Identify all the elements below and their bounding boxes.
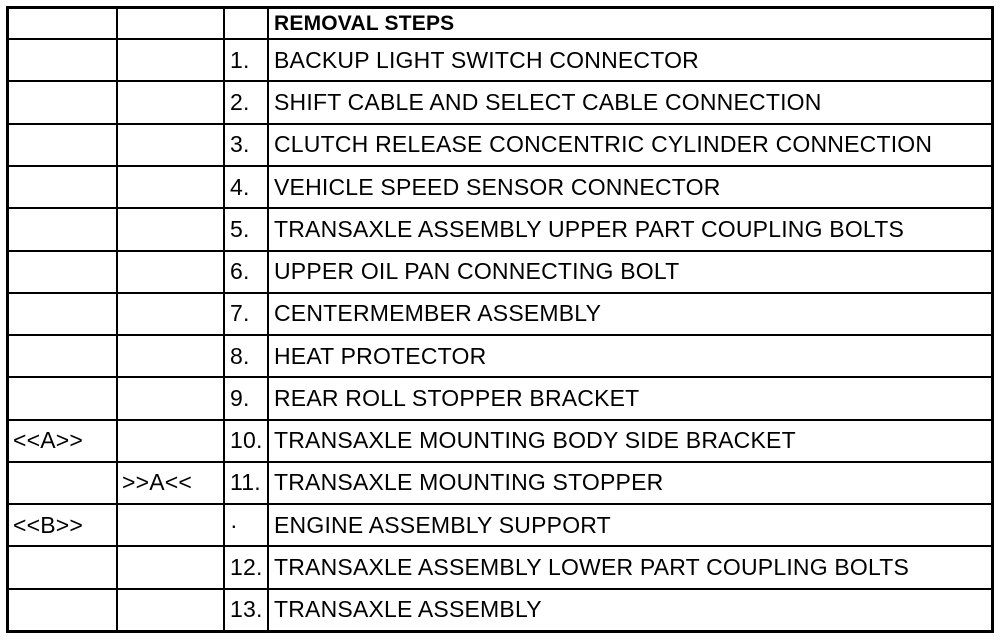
table-row: <<B>> ·ENGINE ASSEMBLY SUPPORT — [9, 503, 991, 548]
step-number-cell: 9. — [223, 376, 269, 421]
service-ref-install-cell — [116, 503, 225, 548]
step-number-cell: 13. — [223, 587, 269, 630]
header-row: REMOVAL STEPS — [9, 9, 991, 41]
service-ref-removal-cell — [9, 291, 118, 337]
table-row: 2.SHIFT CABLE AND SELECT CABLE CONNECTIO… — [9, 80, 991, 125]
table-row: 7.CENTERMEMBER ASSEMBLY — [9, 291, 991, 337]
step-description-cell: ENGINE ASSEMBLY SUPPORT — [267, 503, 991, 548]
service-ref-install-cell — [116, 545, 225, 590]
step-description-cell: REAR ROLL STOPPER BRACKET — [267, 376, 991, 421]
table-row: 3.CLUTCH RELEASE CONCENTRIC CYLINDER CON… — [9, 122, 991, 167]
step-description-cell: TRANSAXLE ASSEMBLY UPPER PART COUPLING B… — [267, 207, 991, 252]
step-description-cell: TRANSAXLE MOUNTING BODY SIDE BRACKET — [267, 418, 991, 463]
service-ref-install-cell — [116, 376, 225, 421]
service-ref-removal-cell: <<B>> — [9, 503, 118, 548]
table-row: 4.VEHICLE SPEED SENSOR CONNECTOR — [9, 164, 991, 210]
service-ref-install-cell — [116, 291, 225, 337]
service-ref-install-cell — [116, 164, 225, 210]
service-ref-removal-cell — [9, 545, 118, 590]
step-description-cell: CLUTCH RELEASE CONCENTRIC CYLINDER CONNE… — [267, 122, 991, 167]
table-header-title: REMOVAL STEPS — [267, 9, 991, 41]
step-description-cell: SHIFT CABLE AND SELECT CABLE CONNECTION — [267, 80, 991, 125]
service-ref-removal-cell — [9, 207, 118, 252]
step-number-cell: 7. — [223, 291, 269, 337]
step-number-cell: 1. — [223, 38, 269, 83]
service-ref-install-cell — [116, 38, 225, 83]
table-row: <<A>> 10.TRANSAXLE MOUNTING BODY SIDE BRA… — [9, 418, 991, 463]
service-ref-install-cell — [116, 249, 225, 294]
step-description-cell: TRANSAXLE ASSEMBLY LOWER PART COUPLING B… — [267, 545, 991, 590]
service-ref-install-cell — [116, 334, 225, 379]
service-ref-install-cell — [116, 122, 225, 167]
step-description-cell: UPPER OIL PAN CONNECTING BOLT — [267, 249, 991, 294]
service-ref-removal-cell — [9, 334, 118, 379]
step-number-cell: 5. — [223, 207, 269, 252]
step-number-cell: 12. — [223, 545, 269, 590]
service-ref-removal-cell — [9, 376, 118, 421]
step-description-cell: HEAT PROTECTOR — [267, 334, 991, 379]
step-number-cell: 6. — [223, 249, 269, 294]
removal-steps-table: REMOVAL STEPS 1.BACKUP LIGHT SWITCH CONN… — [9, 9, 991, 630]
header-empty-cell-a — [9, 9, 118, 41]
removal-steps-table-frame: REMOVAL STEPS 1.BACKUP LIGHT SWITCH CONN… — [6, 6, 994, 633]
service-ref-removal-cell: <<A>> — [9, 418, 118, 463]
step-description-cell: BACKUP LIGHT SWITCH CONNECTOR — [267, 38, 991, 83]
step-number-cell: 11. — [223, 460, 269, 506]
service-ref-install-cell — [116, 418, 225, 463]
table-row: >>A<<11.TRANSAXLE MOUNTING STOPPER — [9, 460, 991, 506]
table-row: 1.BACKUP LIGHT SWITCH CONNECTOR — [9, 38, 991, 83]
service-ref-removal-cell — [9, 460, 118, 506]
service-ref-install-cell: >>A<< — [116, 460, 225, 506]
step-description-cell: VEHICLE SPEED SENSOR CONNECTOR — [267, 164, 991, 210]
step-number-cell: 2. — [223, 80, 269, 125]
step-number-cell: 4. — [223, 164, 269, 210]
table-row: 6.UPPER OIL PAN CONNECTING BOLT — [9, 249, 991, 294]
table-row: 12.TRANSAXLE ASSEMBLY LOWER PART COUPLIN… — [9, 545, 991, 590]
step-number-cell: · — [223, 503, 269, 548]
service-ref-removal-cell — [9, 587, 118, 630]
step-description-cell: CENTERMEMBER ASSEMBLY — [267, 291, 991, 337]
service-ref-install-cell — [116, 587, 225, 630]
service-ref-removal-cell — [9, 38, 118, 83]
table-row: 13.TRANSAXLE ASSEMBLY — [9, 587, 991, 630]
header-empty-cell-b — [116, 9, 225, 41]
step-description-cell: TRANSAXLE MOUNTING STOPPER — [267, 460, 991, 506]
service-ref-install-cell — [116, 207, 225, 252]
service-ref-install-cell — [116, 80, 225, 125]
step-number-cell: 3. — [223, 122, 269, 167]
table-row: 9.REAR ROLL STOPPER BRACKET — [9, 376, 991, 421]
table-body: REMOVAL STEPS 1.BACKUP LIGHT SWITCH CONN… — [9, 9, 991, 630]
table-row: 5.TRANSAXLE ASSEMBLY UPPER PART COUPLING… — [9, 207, 991, 252]
table-row: 8.HEAT PROTECTOR — [9, 334, 991, 379]
service-ref-removal-cell — [9, 80, 118, 125]
step-description-cell: TRANSAXLE ASSEMBLY — [267, 587, 991, 630]
step-number-cell: 10. — [223, 418, 269, 463]
header-empty-cell-num — [223, 9, 269, 41]
service-ref-removal-cell — [9, 249, 118, 294]
step-number-cell: 8. — [223, 334, 269, 379]
service-ref-removal-cell — [9, 122, 118, 167]
service-ref-removal-cell — [9, 164, 118, 210]
